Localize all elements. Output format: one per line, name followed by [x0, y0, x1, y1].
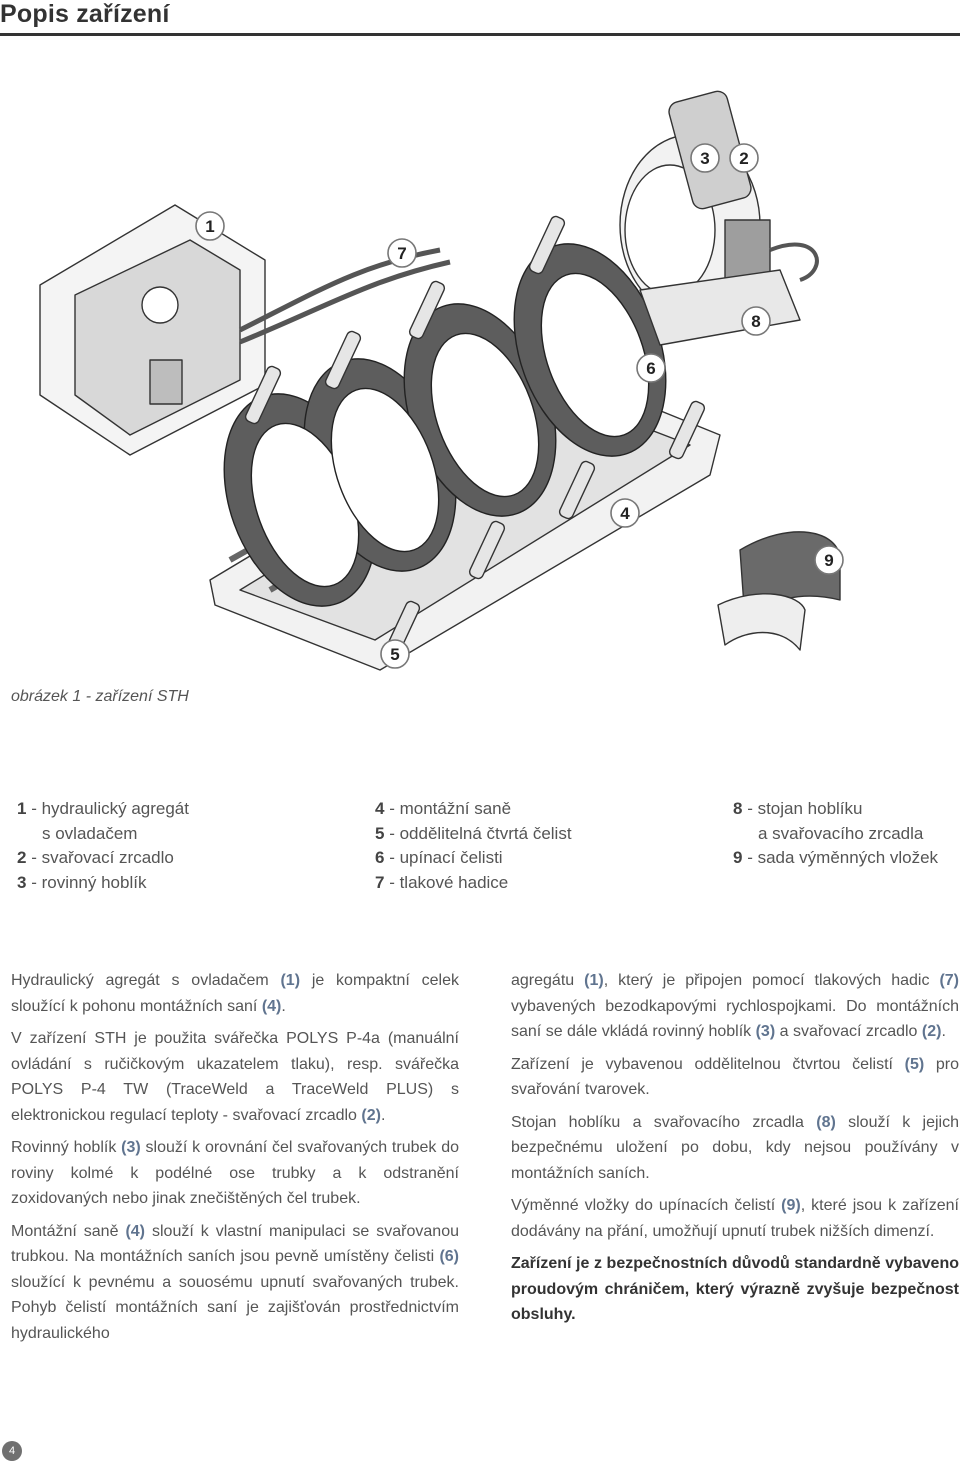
- paragraph: Rovinný hoblík (3) slouží k orovnání čel…: [11, 1139, 460, 1207]
- paragraph: Výměnné vložky do upínacích čelistí (9),…: [511, 1197, 959, 1240]
- callout-5: 5: [380, 639, 410, 669]
- pressure-gauge: [141, 286, 179, 324]
- svg-text:9: 9: [824, 551, 833, 570]
- legend-item: 1 - hydraulický agregát: [17, 799, 189, 818]
- legend-item: s ovladačem: [42, 823, 138, 843]
- control-box: [149, 359, 183, 405]
- legend-item: 4 - montážní saně: [375, 799, 512, 818]
- svg-text:7: 7: [397, 244, 406, 263]
- callout-4: 4: [610, 498, 640, 528]
- legend-item: 9 - sada výměnných vložek: [733, 848, 939, 868]
- svg-text:4: 4: [620, 504, 630, 523]
- page-header: Popis zařízení: [0, 0, 960, 36]
- paragraph: Montážní saně (4) slouží k vlastní manip…: [11, 1222, 459, 1342]
- legend-column-3: 8 - stojan hoblíku a svařovacího zrcadla…: [733, 797, 938, 871]
- pressure-hose-2: [239, 259, 451, 345]
- legend-column-2: 4 - montážní saně 5 - oddělitelná čtvrtá…: [375, 797, 572, 896]
- page-number: 4: [2, 1441, 22, 1461]
- paragraph: agregátu (1), který je připojen pomocí t…: [511, 972, 960, 1040]
- callout-2: 2: [729, 143, 759, 173]
- safety-note: Zařízení je z bezpečnostních důvodů stan…: [511, 1255, 959, 1323]
- svg-text:1: 1: [205, 217, 214, 236]
- callout-3: 3: [690, 143, 720, 173]
- svg-text:6: 6: [646, 359, 655, 378]
- legend-item: 6 - upínací čelisti: [375, 848, 503, 868]
- legend-item: 7 - tlakové hadice: [375, 873, 509, 893]
- legend-item: 8 - stojan hoblíku: [733, 799, 863, 818]
- callout-7: 7: [387, 238, 417, 268]
- svg-text:2: 2: [739, 149, 748, 168]
- legend-item: 5 - oddělitelná čtvrtá čelist: [375, 823, 572, 843]
- page-title: Popis zařízení: [0, 0, 170, 28]
- svg-text:8: 8: [751, 312, 760, 331]
- paragraph: Zařízení je vybavenou oddělitelnou čtvrt…: [511, 1055, 959, 1099]
- svg-text:5: 5: [390, 645, 399, 664]
- callout-9: 9: [814, 545, 844, 575]
- body-column-right: agregátu (1), který je připojen pomocí t…: [511, 968, 959, 1335]
- callout-8: 8: [741, 306, 771, 336]
- body-column-left: Hydraulický agregát s ovladačem (1) je k…: [11, 968, 459, 1353]
- callout-6: 6: [636, 353, 666, 383]
- figure-caption: obrázek 1 - zařízení STH: [11, 688, 189, 705]
- callout-1: 1: [195, 211, 225, 241]
- hydraulic-unit-body: [74, 239, 241, 436]
- legend-column-1: 1 - hydraulický agregát s ovladačem 2 - …: [17, 797, 189, 896]
- header-rule: [0, 33, 960, 36]
- paragraph: Hydraulický agregát s ovladačem (1) je k…: [11, 972, 460, 1015]
- equipment-illustration: 1 2 3 4 5 6 7 8 9: [39, 90, 844, 671]
- legend-item: 2 - svařovací zrcadlo: [17, 848, 174, 868]
- legend-item: 3 - rovinný hoblík: [17, 873, 147, 893]
- legend-item: a svařovacího zrcadla: [758, 823, 924, 843]
- paragraph: V zařízení STH je použita svářečka POLYS…: [11, 1030, 459, 1124]
- svg-text:3: 3: [700, 149, 709, 168]
- paragraph: Stojan hoblíku a svařovacího zrcadla (8)…: [511, 1113, 959, 1182]
